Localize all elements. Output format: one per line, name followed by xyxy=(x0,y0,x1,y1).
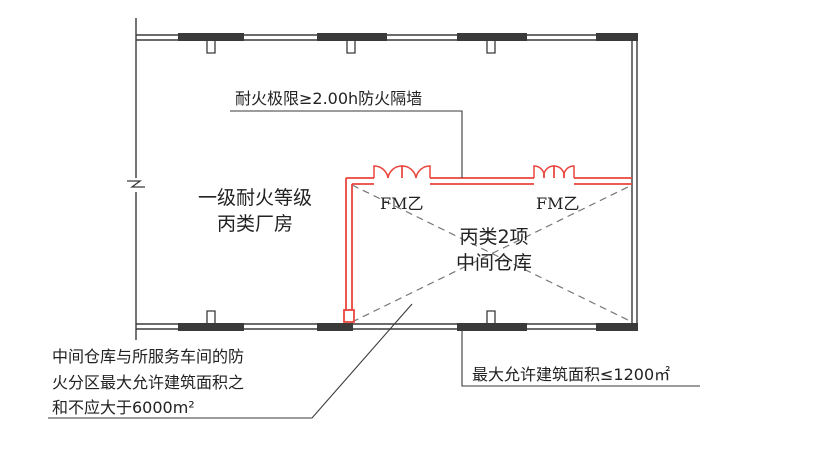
warehouse-label-line1: 丙类2项 xyxy=(459,226,528,248)
bottom-columns xyxy=(206,310,496,323)
top-columns xyxy=(206,41,496,54)
max-area-label: 最大允许建筑面积≤1200㎡ xyxy=(472,365,670,384)
fire-door-right xyxy=(533,165,575,179)
top-windows xyxy=(178,33,638,41)
fire-wall-label: 耐火极限≥2.00h防火隔墙 xyxy=(235,89,422,108)
fire-door-left xyxy=(373,165,431,179)
combined-area-line3: 和不应大于6000m² xyxy=(52,398,195,417)
bottom-windows xyxy=(178,323,638,331)
leader-lines xyxy=(48,110,700,419)
combined-area-line2: 火分区最大允许建筑面积之 xyxy=(52,373,244,392)
fire-door-right-label: FM乙 xyxy=(536,194,580,213)
warehouse-label-line2: 中间仓库 xyxy=(456,252,532,274)
warehouse-diagonals xyxy=(351,184,633,323)
factory-label-line2: 丙类厂房 xyxy=(217,213,293,235)
fire-partition-wall xyxy=(343,177,632,323)
fire-door-left-label: FM乙 xyxy=(380,194,424,213)
factory-label-line1: 一级耐火等级 xyxy=(198,187,312,209)
combined-area-line1: 中间仓库与所服务车间的防 xyxy=(52,347,244,366)
building-walls xyxy=(135,18,638,340)
wall-break-mark xyxy=(127,180,145,188)
